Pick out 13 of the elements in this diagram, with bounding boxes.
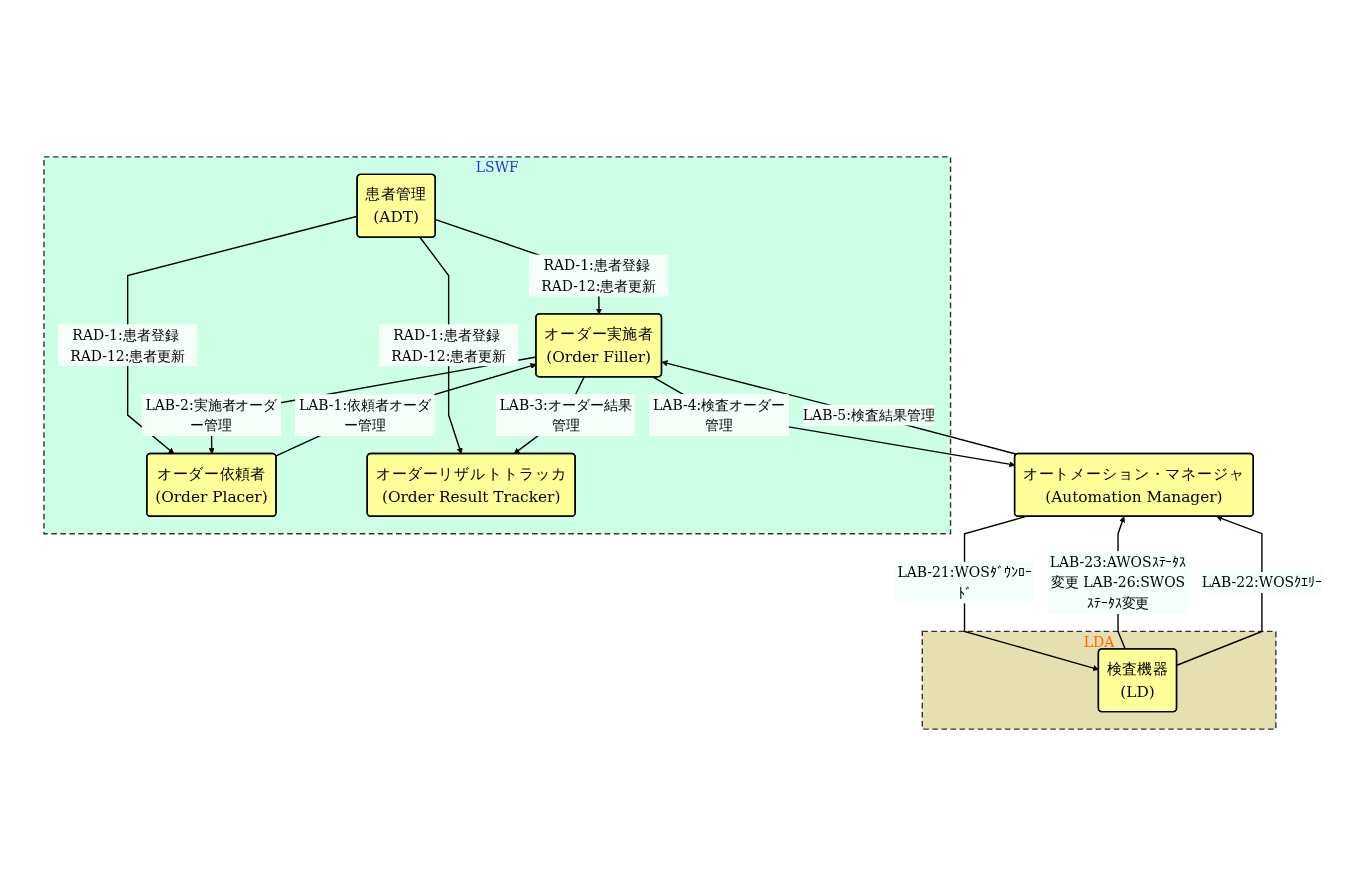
edge-label: LAB-5:検査結果管理 [802,406,935,424]
edge-label: RAD-1:患者登録 RAD-12:患者更新 [70,326,186,365]
edge-label: LAB-23:AWOSｽﾃｰﾀｽ変更 LAB-26:SWOSｽﾃｰﾀｽ変更 [1049,553,1187,612]
edge-label: LAB-1:依頼者オーダー管理 [298,396,431,434]
edge-label: LAB-3:オーダー結果管理 [499,396,632,434]
arrow [661,360,1018,455]
edge-label: LAB-22:WOSｸｴﾘｰ [1201,574,1323,591]
edge-label: LAB-2:実施者オーダー管理 [145,396,278,434]
edge-label: RAD-1:患者登録 RAD-12:患者更新 [391,326,507,365]
edge-label: LAB-21:WOSﾀﾞｳﾝﾛｰﾄﾞ [897,563,1032,602]
edge-label: LAB-4:検査オーダー管理 [653,396,785,434]
edge-label: RAD-1:患者登録 RAD-12:患者更新 [541,256,657,295]
arrow [1176,515,1263,666]
